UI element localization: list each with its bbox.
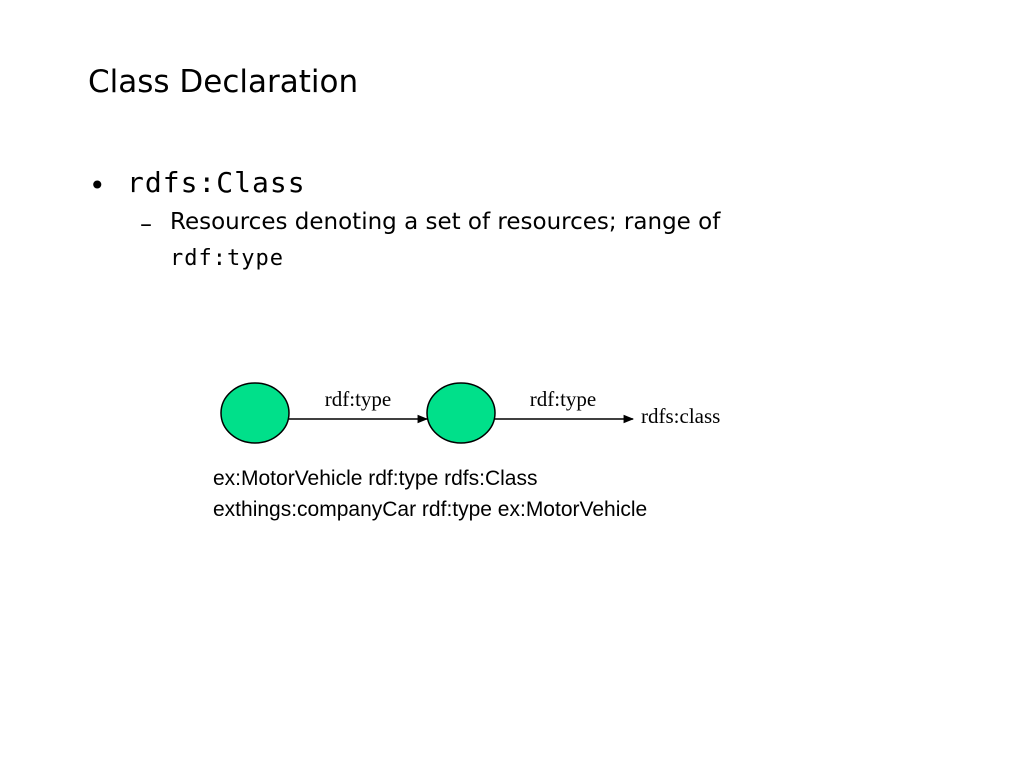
bullet-marker: •: [89, 169, 106, 202]
class-node: [426, 382, 496, 444]
edge-label-2: rdf:type: [530, 387, 596, 411]
target-label: rdfs:class: [641, 404, 720, 428]
slide-title: Class Declaration: [88, 64, 359, 100]
triple-statement-2: exthings:companyCar rdf:type ex:MotorVeh…: [213, 498, 648, 521]
bullet-text: rdfs:Class: [127, 166, 306, 199]
subbullet-marker: –: [140, 210, 152, 238]
edge-label-1: rdf:type: [325, 387, 391, 411]
subbullet-text: Resources denoting a set of resources; r…: [170, 209, 721, 235]
triple-statement-1: ex:MotorVehicle rdf:type rdfs:Class: [213, 467, 538, 490]
instance-node: [220, 382, 290, 444]
subbullet-code: rdf:type: [170, 246, 284, 271]
